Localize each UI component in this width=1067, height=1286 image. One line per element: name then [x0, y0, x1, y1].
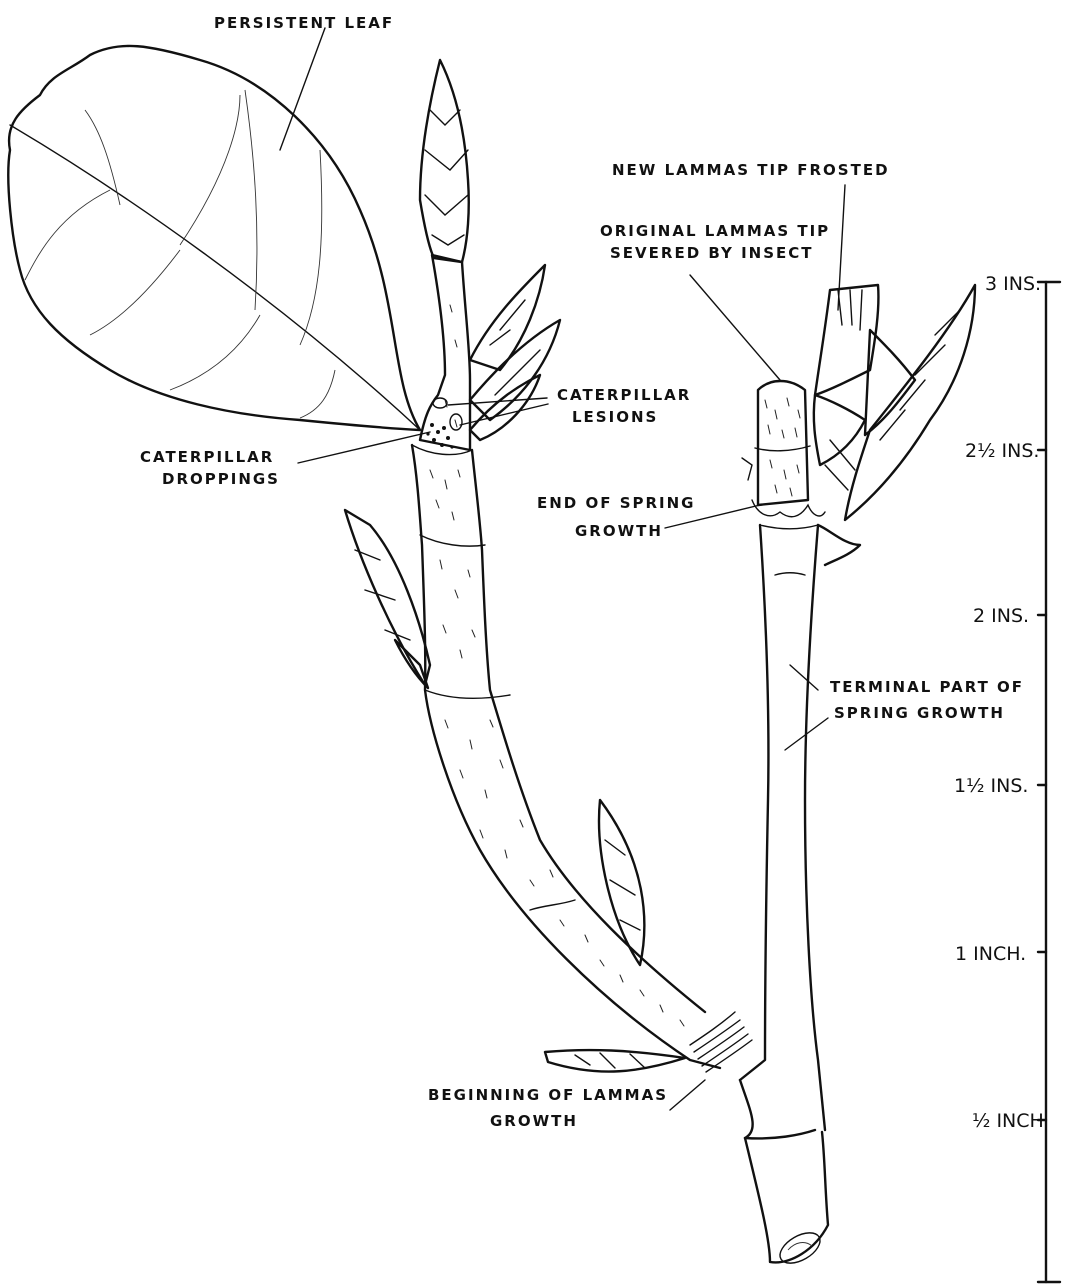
label-terminal-line2: SPRING GROWTH — [834, 704, 1005, 722]
label-terminal-line1: TERMINAL PART OF — [830, 678, 1024, 696]
leader-original-tip — [690, 275, 780, 380]
scale-label: 2½ INS. — [965, 440, 1039, 462]
label-end-spring-line1: END OF SPRING — [537, 494, 696, 512]
label-lesions-line1: CATERPILLAR — [557, 386, 691, 404]
leader-beginning-lammas — [670, 1080, 705, 1110]
label-original-tip-line2: SEVERED BY INSECT — [610, 244, 814, 262]
label-original-tip-line1: ORIGINAL LAMMAS TIP — [600, 222, 830, 240]
leader-persistent-leaf — [280, 28, 325, 150]
leader-new-lammas-tip — [838, 185, 845, 310]
label-beginning-line2: GROWTH — [490, 1112, 578, 1130]
label-persistent-leaf: PERSISTENT LEAF — [214, 14, 394, 32]
scale-label: 1 INCH. — [955, 943, 1026, 965]
label-new-lammas-tip: NEW LAMMAS TIP FROSTED — [612, 161, 890, 179]
label-lesions-line2: LESIONS — [572, 408, 658, 426]
label-end-spring-line2: GROWTH — [575, 522, 663, 540]
leader-lesion-b — [460, 404, 548, 425]
left-top-bud — [420, 60, 469, 262]
label-beginning-line1: BEGINNING OF LAMMAS — [428, 1086, 668, 1104]
scale-label: 1½ INS. — [954, 775, 1028, 797]
leader-droppings — [298, 432, 430, 463]
persistent-leaf — [8, 46, 420, 430]
label-droppings-line2: DROPPINGS — [162, 470, 280, 488]
scale-label: ½ INCH — [972, 1110, 1044, 1132]
right-top-buds — [814, 285, 975, 565]
right-shoot — [740, 381, 828, 1269]
scale-bar: 3 INS. 2½ INS. 2 INS. 1½ INS. 1 INCH. ½ … — [954, 273, 1060, 1282]
leader-lines — [280, 28, 845, 1110]
label-droppings-line1: CATERPILLAR — [140, 448, 274, 466]
scale-label: 3 INS. — [985, 273, 1041, 295]
scale-label: 2 INS. — [973, 605, 1029, 627]
left-shoot — [412, 255, 752, 1072]
